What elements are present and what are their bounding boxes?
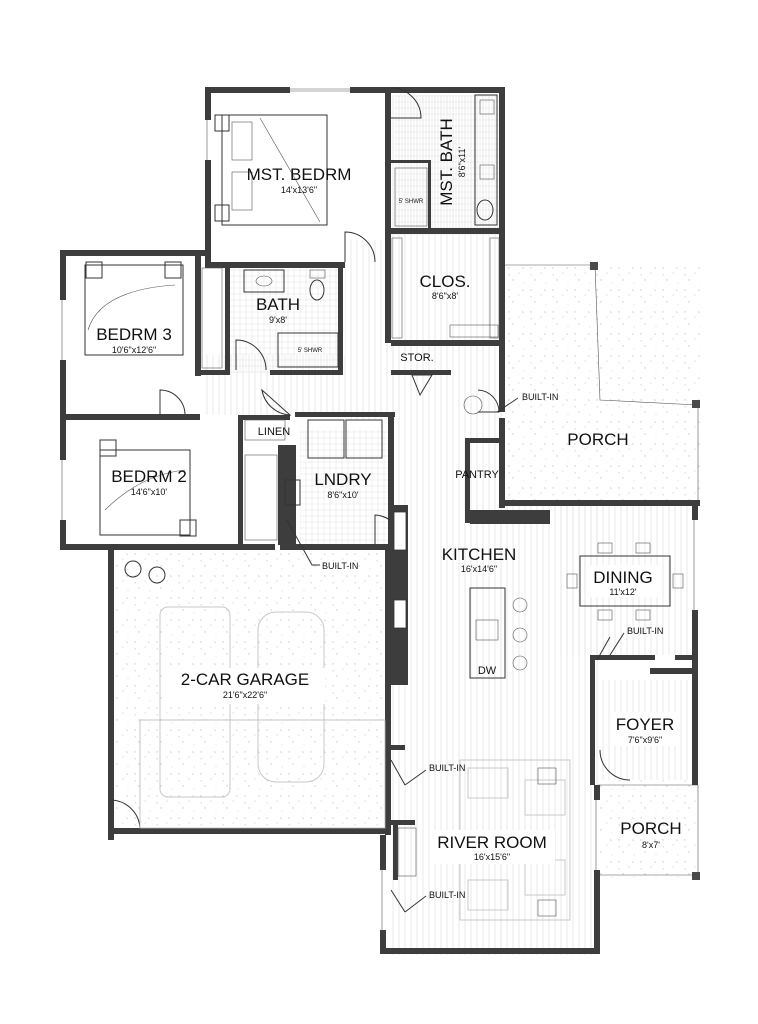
bedroom-3-name: BEDRM 3 (96, 325, 172, 344)
bedroom-2-dim: 14'6"x10' (131, 487, 167, 497)
master-bed (214, 114, 328, 226)
master-bath-fixtures (394, 94, 498, 227)
dishwasher-label: DW (478, 665, 497, 677)
master-bath-name: MST. BATH (437, 118, 456, 206)
built-in-note-dining: BUILT-IN (627, 626, 663, 636)
kitchen-name: KITCHEN (442, 545, 517, 564)
bedroom-3-bed (84, 261, 184, 356)
river-room-dim: 16'x15'6" (474, 852, 510, 862)
garage-name: 2-CAR GARAGE (181, 670, 309, 689)
porch-outlines (505, 262, 700, 880)
bath-shower-label: 5' SHWR (298, 348, 323, 354)
garage-dim: 21'6"x22'6" (223, 690, 267, 700)
closet-rods (391, 237, 500, 339)
dining-dim: 11'x12' (609, 587, 637, 597)
side-porch-name: PORCH (567, 430, 628, 449)
kitchen-dim: 16'x14'6" (461, 564, 497, 574)
closet-dim: 8'6"x8' (432, 291, 458, 301)
bedroom-2-bed (99, 439, 278, 541)
master-bedroom-dim: 14'x13'6" (281, 185, 317, 195)
laundry-dim: 8'6"x10' (327, 490, 358, 500)
laundry-fixtures (244, 419, 383, 506)
door-swings (111, 87, 631, 913)
front-porch-name: PORCH (620, 819, 681, 838)
kitchen-fixtures (390, 395, 528, 685)
foyer-name: FOYER (616, 715, 675, 734)
foyer-dim: 7'6"x9'6" (628, 735, 662, 745)
windows (60, 87, 698, 930)
dining-table (566, 542, 684, 621)
bedroom-2-name: BEDRM 2 (111, 467, 187, 486)
laundry-name: LNDRY (314, 470, 371, 489)
pantry-label: PANTRY (455, 469, 499, 481)
dining-name: DINING (593, 568, 653, 587)
built-in-note-laundry: BUILT-IN (322, 561, 358, 571)
bedroom-3-dim: 10'6"x12'6" (112, 345, 156, 355)
storage-label: STOR. (400, 352, 433, 364)
bath-name: BATH (256, 295, 300, 314)
room-labels: MST. BEDRM 14'x13'6" MST. BATH 8'6"x11' … (96, 118, 682, 864)
master-bath-dim: 8'6"x11' (457, 146, 467, 177)
built-in-note-pantry: BUILT-IN (522, 392, 558, 402)
bath-fixtures (201, 267, 339, 369)
master-bedroom-name: MST. BEDRM (247, 165, 352, 184)
river-room-name: RIVER ROOM (437, 833, 547, 852)
closet-name: CLOS. (419, 272, 470, 291)
master-shower-label: 5' SHWR (399, 199, 424, 205)
front-porch-dim: 8'x7' (642, 840, 660, 850)
built-in-note-river-bottom: BUILT-IN (429, 890, 465, 900)
linen-label: LINEN (258, 426, 290, 438)
bath-dim: 9'x8' (269, 315, 287, 325)
built-in-callouts: BUILT-IN BUILT-IN BUILT-IN BUILT-IN BUIL… (286, 392, 663, 913)
built-in-note-river-top: BUILT-IN (429, 763, 465, 773)
